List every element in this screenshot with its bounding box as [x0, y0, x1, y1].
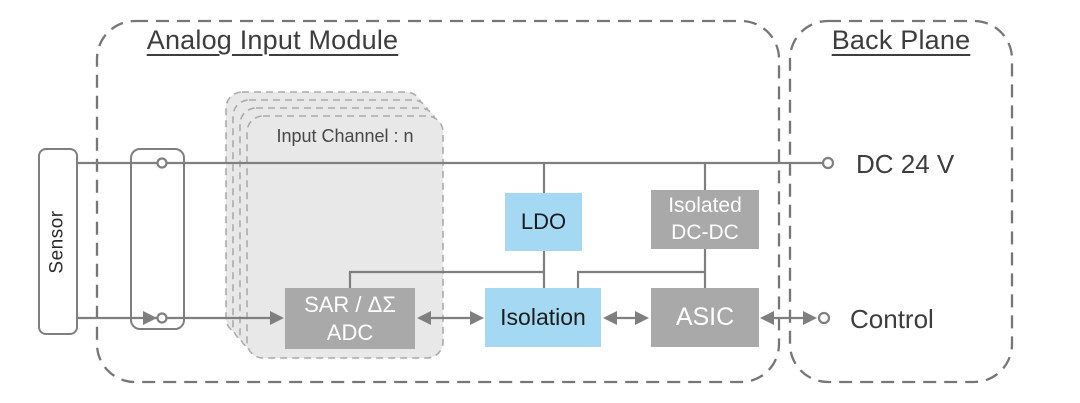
- dc24v-terminal: [821, 156, 835, 170]
- isolation-box: Isolation: [485, 288, 601, 347]
- adc-label-line2: ADC: [326, 319, 374, 345]
- asic-control-arrow: [760, 311, 817, 325]
- back-plane-title: Back Plane: [831, 25, 971, 55]
- asic-box: ASIC: [651, 288, 759, 347]
- ldo-box: LDO: [505, 193, 582, 251]
- adc-isolation-arrow: [417, 311, 484, 325]
- analog-input-module-title: Analog Input Module: [146, 25, 399, 55]
- analog-input-module-border: [95, 19, 781, 384]
- terminal-block-box: [130, 148, 185, 330]
- isolation-label: Isolation: [500, 304, 586, 331]
- sensor-box: Sensor: [38, 148, 78, 335]
- control-terminal: [817, 311, 831, 325]
- asic-label: ASIC: [675, 302, 735, 331]
- adc-power-branch: [348, 270, 545, 289]
- adc-box: SAR / ΔΣ ADC: [285, 288, 415, 349]
- isolation-asic-arrow: [603, 311, 649, 325]
- isolated-dcdc-box: Isolated DC-DC: [651, 190, 759, 249]
- isolation-power-branch: [576, 270, 706, 289]
- back-plane-border: [788, 19, 1014, 384]
- adc-input-arrowhead: [270, 311, 284, 325]
- sensor-arrowhead: [143, 311, 157, 325]
- adc-label-line1: SAR / ΔΣ: [304, 292, 396, 317]
- control-label: Control: [850, 304, 934, 334]
- dc24v-tap-terminal: [156, 157, 168, 169]
- input-channel-label: Input Channel : n: [276, 126, 414, 146]
- dc24v-label: DC 24 V: [856, 149, 955, 179]
- isolated-dcdc-label-line2: DC-DC: [671, 220, 739, 244]
- signal-tap-terminal: [156, 312, 168, 324]
- isolated-dcdc-label-line1: Isolated: [668, 194, 742, 218]
- ldo-label: LDO: [520, 209, 567, 235]
